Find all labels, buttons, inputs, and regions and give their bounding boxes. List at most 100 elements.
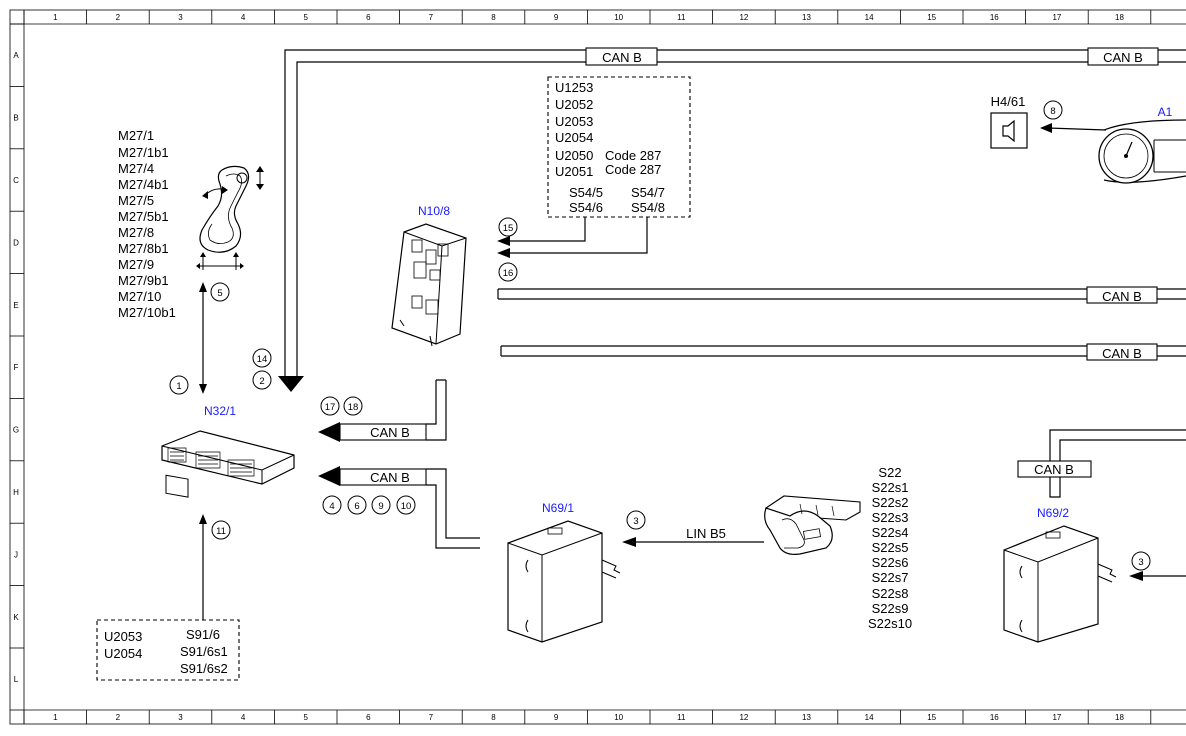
column-number: 14 [865, 13, 874, 22]
switch-item: S22 [878, 465, 901, 480]
column-number: 4 [241, 713, 246, 722]
svg-text:8: 8 [1050, 106, 1055, 117]
can-b-label-n69-2: CAN B [1034, 462, 1074, 477]
switch-item: S91/6s2 [180, 661, 228, 676]
switch-item: S54/5 [569, 185, 603, 200]
can-b-label-g: CAN B [370, 425, 410, 440]
callout-3-n69-2: 3 [1131, 551, 1151, 571]
n69-1-module[interactable] [507, 520, 621, 643]
column-number: 18 [1115, 713, 1124, 722]
column-number: 15 [927, 713, 936, 722]
motor-item: M27/4 [118, 161, 154, 176]
svg-text:3: 3 [1138, 557, 1143, 568]
can-b-f-bus[interactable]: CAN B [500, 343, 1186, 361]
code-note: Code 287 [605, 162, 661, 177]
a1-label: A1 [1158, 105, 1173, 119]
row-letter: A [13, 51, 19, 60]
svg-text:15: 15 [503, 223, 514, 234]
callout-16: 16 [498, 262, 518, 282]
column-number: 8 [491, 713, 496, 722]
svg-text:11: 11 [216, 526, 226, 537]
callout-4: 4 [322, 495, 342, 515]
motor-item: M27/4b1 [118, 177, 169, 192]
column-number: 16 [990, 13, 999, 22]
column-number: 9 [554, 713, 559, 722]
callout-5: 5 [210, 282, 230, 302]
column-number: 12 [739, 713, 748, 722]
svg-text:5: 5 [217, 288, 222, 299]
instrument-cluster-icon[interactable] [1098, 119, 1186, 184]
callout-2: 2 [252, 370, 272, 390]
seat-adjust-icon [196, 165, 264, 270]
svg-text:16: 16 [503, 268, 514, 279]
can-b-g-bus[interactable]: CAN B [318, 379, 447, 442]
row-letter: D [13, 238, 19, 247]
lin-b5-link[interactable]: LIN B5 [622, 526, 764, 547]
can-b-top-bus[interactable]: CAN B CAN B [278, 47, 1186, 392]
column-number: 6 [366, 713, 371, 722]
row-letter: K [13, 613, 19, 622]
can-b-h-bus[interactable]: CAN B [318, 466, 480, 549]
n32-1-label: N32/1 [204, 404, 236, 418]
callout-14: 14 [252, 348, 272, 368]
motor-item: M27/10 [118, 289, 161, 304]
svg-text:14: 14 [257, 354, 268, 365]
speaker-icon[interactable] [990, 112, 1028, 149]
row-letter: B [13, 114, 18, 123]
callout-15: 15 [498, 217, 518, 237]
column-number: 3 [178, 13, 183, 22]
code-item: U1253 [555, 80, 593, 95]
callout-9: 9 [371, 495, 391, 515]
n69-1-label: N69/1 [542, 501, 574, 515]
lin-b5-label: LIN B5 [686, 526, 726, 541]
code-item: U2053 [104, 629, 142, 644]
n69-2-module[interactable] [1003, 525, 1117, 643]
seat-switch-icon [764, 495, 861, 555]
switch-item: S22s1 [872, 480, 909, 495]
motor-item: M27/8b1 [118, 241, 169, 256]
column-number: 14 [865, 713, 874, 722]
n32-1-module[interactable] [161, 430, 295, 498]
row-letter: L [14, 675, 19, 684]
svg-text:17: 17 [325, 402, 336, 413]
code-item: U2053 [555, 114, 593, 129]
switch-item: S22s6 [872, 555, 909, 570]
switch-item: S22s3 [872, 510, 909, 525]
n10-8-module[interactable] [391, 223, 467, 347]
switch-item: S22s7 [872, 570, 909, 585]
code-item: U2054 [104, 646, 142, 661]
code-note: Code 287 [605, 148, 661, 163]
can-b-label-e: CAN B [1102, 289, 1142, 304]
switch-item: S54/8 [631, 200, 665, 215]
motor-item: M27/5 [118, 193, 154, 208]
switch-item: S91/6 [186, 627, 220, 642]
motor-item: M27/9 [118, 257, 154, 272]
motor-item: M27/9b1 [118, 273, 169, 288]
arrow-s91-n32 [199, 514, 207, 620]
column-number: 10 [614, 13, 623, 22]
motor-item: M27/10b1 [118, 305, 176, 320]
can-b-e-bus[interactable]: CAN B [497, 286, 1186, 304]
column-number: 16 [990, 713, 999, 722]
row-letter: J [14, 550, 18, 559]
motor-list: M27/1 M27/1b1 M27/4 M27/4b1 M27/5 M27/5b… [118, 128, 176, 320]
switch-item: S22s2 [872, 495, 909, 510]
column-number: 18 [1115, 13, 1124, 22]
callout-11: 11 [211, 520, 231, 540]
switch-item: S22s5 [872, 540, 909, 555]
switch-item: S22s4 [872, 525, 909, 540]
column-number: 2 [116, 713, 121, 722]
motor-item: M27/5b1 [118, 209, 169, 224]
arrows-n10-codes [497, 217, 648, 258]
column-number: 7 [429, 13, 434, 22]
switch-item: S54/7 [631, 185, 665, 200]
svg-text:4: 4 [329, 501, 334, 512]
column-number: 17 [1052, 713, 1061, 722]
svg-text:3: 3 [633, 516, 638, 527]
can-b-n69-2-bus[interactable]: CAN B [1017, 429, 1186, 498]
arrow-to-n69-2 [1129, 571, 1186, 581]
